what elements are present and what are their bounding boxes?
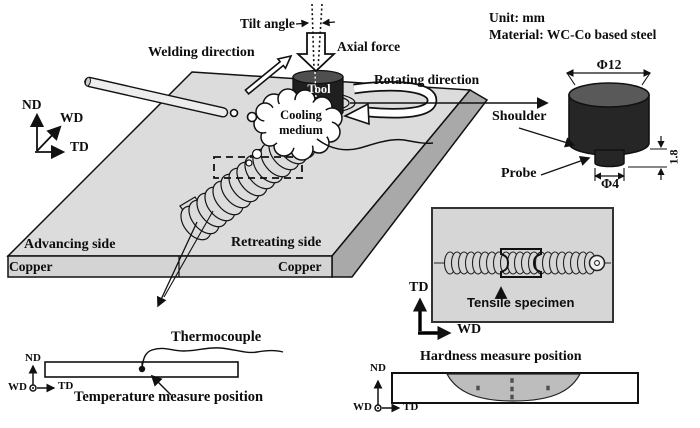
tilt-angle-label: Tilt angle — [240, 16, 295, 31]
tool-label: Tool — [307, 82, 331, 96]
axis-td-topview: TD — [409, 280, 429, 295]
hardness-title-label: Hardness measure position — [420, 349, 582, 364]
rotating-direction-label: Rotating direction — [374, 72, 480, 87]
probe-label: Probe — [501, 166, 537, 181]
axis-nd-main: ND — [22, 97, 42, 112]
axis-nd-hardness: ND — [370, 362, 386, 374]
retreating-side-label: Retreating side — [231, 235, 322, 250]
axes-temperature — [28, 364, 56, 393]
shoulder-diameter-label: Φ12 — [596, 57, 622, 72]
top-view-panel — [412, 207, 614, 341]
temperature-caption-label: Temperature measure position — [74, 389, 264, 405]
cooling-medium-cloud — [245, 88, 343, 167]
axis-wd-temperature: WD — [8, 381, 27, 393]
hardness-indent-marks — [476, 378, 550, 400]
cooling-medium-label-2: medium — [279, 123, 323, 137]
welding-direction-label: Welding direction — [148, 45, 255, 60]
probe-diameter-label: Φ4 — [601, 176, 619, 191]
backing-rod — [84, 76, 229, 118]
advancing-side-label: Advancing side — [24, 237, 116, 252]
hardness-diagram — [373, 372, 639, 413]
seam-to-thermocouple-arrow — [157, 210, 214, 308]
material-label: Material: WC-Co based steel — [489, 27, 657, 42]
tool-detail-drawing — [518, 69, 667, 181]
axis-nd-temperature: ND — [25, 352, 41, 364]
shoulder-label: Shoulder — [492, 109, 547, 124]
axis-td-main: TD — [70, 139, 89, 154]
copper-left-label: Copper — [9, 259, 53, 274]
shoulder-pointer-arrow — [518, 127, 576, 148]
temperature-caption-arrow — [150, 374, 172, 396]
probe-length-label: 1.8 — [666, 149, 681, 165]
welding-direction-arrow — [244, 54, 293, 96]
axis-wd-topview: WD — [457, 322, 482, 337]
tensile-specimen-label: Tensile specimen — [467, 295, 575, 310]
tilt-angle-guides — [295, 3, 336, 100]
thermocouple-label: Thermocouple — [171, 329, 262, 345]
axial-force-arrow — [295, 32, 337, 73]
axes-top-view — [412, 297, 452, 341]
copper-right-label: Copper — [278, 259, 322, 274]
temperature-diagram — [28, 347, 284, 396]
wire-on-plate — [316, 138, 434, 151]
weld-seam — [179, 116, 324, 241]
axis-td-hardness: TD — [403, 401, 419, 413]
axis-wd-hardness: WD — [353, 401, 372, 413]
unit-label: Unit: mm — [489, 10, 545, 25]
weld-seam-top-view — [443, 251, 597, 275]
axes-main — [29, 112, 66, 160]
axes-hardness — [373, 379, 401, 413]
rotating-direction-arrow — [342, 81, 438, 126]
exit-holes — [229, 108, 258, 123]
thermocouple-wire — [141, 347, 284, 370]
tensile-specimen-outline — [500, 248, 542, 278]
axis-wd-main: WD — [60, 110, 84, 125]
axial-force-label: Axial force — [337, 39, 401, 54]
axis-td-temperature: TD — [58, 380, 74, 392]
dashed-roi-box — [213, 156, 303, 179]
probe-pointer-arrow — [540, 156, 591, 176]
cooling-medium-label-1: Cooling — [280, 108, 322, 122]
